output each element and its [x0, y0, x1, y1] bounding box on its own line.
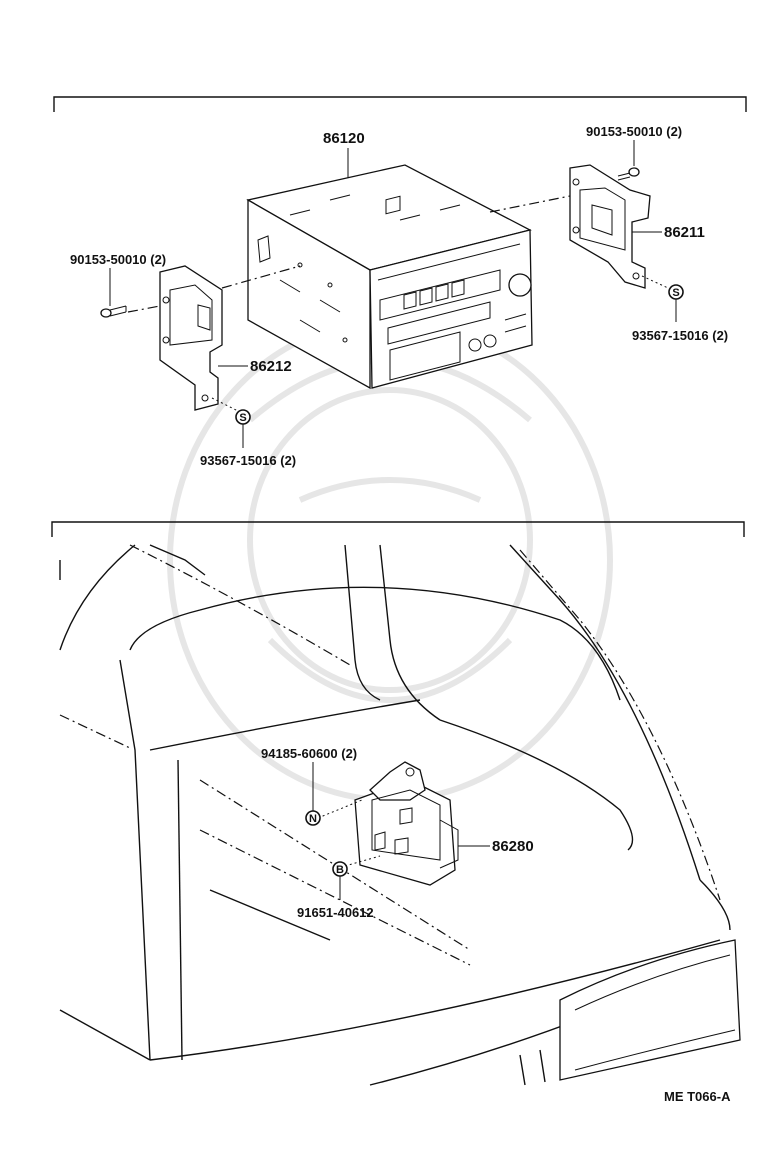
svg-text:S: S [239, 412, 246, 424]
label-86211: 86211 [664, 224, 705, 241]
svg-text:S: S [672, 287, 679, 299]
label-nut: 94185-60600 (2) [261, 746, 357, 761]
label-bolt: 91651-40612 [297, 905, 374, 920]
bolt-symbol: B [332, 861, 348, 877]
label-washer-left: 93567-15016 (2) [200, 453, 296, 468]
centerline-left [221, 265, 301, 289]
amplifier-unit [354, 761, 459, 886]
label-screw-right: 90153-50010 (2) [586, 124, 682, 139]
bottom-section-bracket [51, 521, 745, 537]
vehicle-body-outline [59, 544, 741, 1086]
bracket-right [569, 164, 651, 289]
washer-left-symbol: S [235, 409, 251, 425]
label-86120: 86120 [323, 130, 365, 147]
label-washer-right: 93567-15016 (2) [632, 328, 728, 343]
bracket-left [159, 265, 223, 411]
label-86212: 86212 [250, 358, 292, 375]
centerline-right [489, 195, 571, 213]
watermark-emblem [167, 317, 613, 803]
screw-left [100, 305, 127, 318]
screw-right [617, 167, 640, 181]
radio-cassette-unit [246, 164, 533, 390]
diagram-code: ME T066-A [664, 1089, 731, 1104]
label-86280: 86280 [492, 838, 534, 855]
top-section-bracket [53, 96, 747, 112]
nut-symbol: N [305, 810, 321, 826]
svg-text:N: N [309, 813, 317, 825]
washer-right-symbol: S [668, 284, 684, 300]
svg-text:B: B [336, 864, 344, 876]
label-screw-left: 90153-50010 (2) [70, 252, 166, 267]
